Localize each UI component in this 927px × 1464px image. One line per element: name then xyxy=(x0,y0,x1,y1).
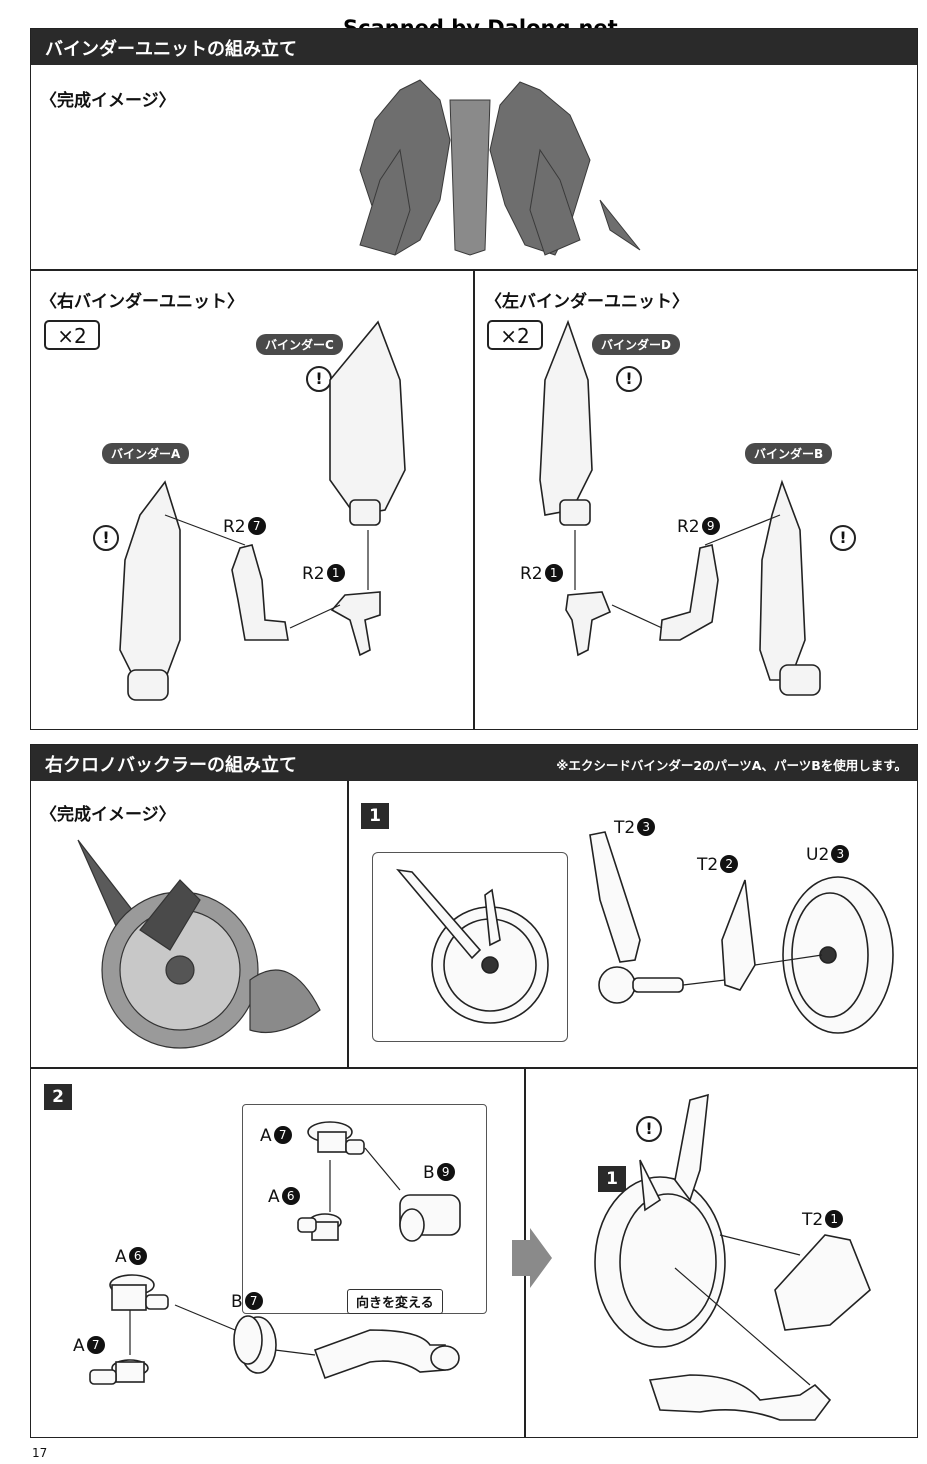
r2-7-part xyxy=(231,544,289,641)
part-number-circle: 6 xyxy=(128,1247,147,1265)
part-number-circle: 3 xyxy=(637,818,656,836)
part-letter: B xyxy=(423,1163,435,1183)
page-number: 17 xyxy=(32,1446,48,1460)
binder-b-peg xyxy=(779,664,821,696)
divider xyxy=(31,1067,917,1069)
part-label-binder-a: バインダーA xyxy=(102,443,190,464)
t2-1-part xyxy=(774,1234,871,1331)
part-label-binder-b: バインダーB xyxy=(745,443,833,464)
r2-9-part xyxy=(659,544,719,641)
buckler-completion-label: 〈完成イメージ〉 xyxy=(40,805,176,825)
clock-hand-short xyxy=(484,888,501,947)
chrono-buckler-section xyxy=(30,744,918,1438)
right-binder-title: 〈右バインダーユニット〉 xyxy=(40,292,244,312)
part-number-circle: 9 xyxy=(436,1163,455,1181)
binder-unit-title: バインダーユニットの組み立て xyxy=(45,39,297,60)
binder-d-part xyxy=(539,319,593,516)
step-1-reference-badge: 1 xyxy=(598,1166,626,1192)
binder-unit-header: バインダーユニットの組み立て xyxy=(31,29,917,65)
caution-icon: ! xyxy=(306,366,332,392)
caution-icon: ! xyxy=(830,525,856,551)
part-number-circle: 7 xyxy=(86,1336,105,1354)
divider xyxy=(347,781,349,1068)
chrono-buckler-title: 右クロノバックラーの組み立て xyxy=(45,755,297,776)
clock-hand-long xyxy=(396,868,482,960)
part-letter: A xyxy=(260,1126,272,1146)
caution-icon: ! xyxy=(616,366,642,392)
part-number-circle: 3 xyxy=(831,845,850,863)
left-binder-title: 〈左バインダーユニット〉 xyxy=(485,292,689,312)
step1-reference-box xyxy=(372,852,568,1042)
part-number-circle: 7 xyxy=(247,517,266,535)
part-letter: U2 xyxy=(806,845,830,865)
part-letter: T2 xyxy=(614,818,636,838)
part-letter: A xyxy=(73,1336,85,1356)
part-number-circle: 2 xyxy=(720,855,739,873)
caution-icon: ! xyxy=(636,1116,662,1142)
part-letter: B xyxy=(231,1292,243,1312)
t2-2-part xyxy=(721,879,756,991)
caution-icon: ! xyxy=(93,525,119,551)
part-letter: R2 xyxy=(677,517,700,537)
part-letter: T2 xyxy=(802,1210,824,1230)
step-1-badge: 1 xyxy=(361,803,389,829)
progress-arrow xyxy=(512,1228,552,1288)
part-letter: R2 xyxy=(302,564,325,584)
part-label-binder-d: バインダーD xyxy=(592,334,680,355)
divider xyxy=(473,270,475,729)
part-letter: A xyxy=(268,1187,280,1207)
part-number-circle: 1 xyxy=(544,564,563,582)
part-number-circle: 9 xyxy=(701,517,720,535)
binder-b-part xyxy=(759,479,806,681)
part-letter: R2 xyxy=(520,564,543,584)
binder-a-peg xyxy=(127,669,169,701)
chrono-buckler-header: 右クロノバックラーの組み立て ※エクシードバインダー2のパーツA、パーツBを使用… xyxy=(31,745,917,781)
chrono-buckler-note: ※エクシードバインダー2のパーツA、パーツBを使用します。 xyxy=(556,758,907,773)
right-binder-multiplier: ×2 xyxy=(44,320,100,350)
part-letter: T2 xyxy=(697,855,719,875)
part-letter: A xyxy=(115,1247,127,1267)
completion-image-label: 〈完成イメージ〉 xyxy=(40,91,176,111)
part-number-circle: 6 xyxy=(281,1187,300,1205)
binder-d-peg xyxy=(559,499,591,526)
t2-3-blade xyxy=(589,831,641,963)
r2-1-left-part xyxy=(565,591,612,657)
change-direction-label: 向きを変える xyxy=(347,1289,443,1314)
part-number-circle: 1 xyxy=(326,564,345,582)
part-label-binder-c: バインダーC xyxy=(256,334,343,355)
divider xyxy=(31,269,917,271)
part-letter: R2 xyxy=(223,517,246,537)
left-binder-multiplier: ×2 xyxy=(487,320,543,350)
r2-1-part xyxy=(330,591,381,657)
binder-c-peg xyxy=(349,499,381,526)
step-2-badge: 2 xyxy=(44,1084,72,1110)
part-number-circle: 1 xyxy=(825,1210,844,1228)
part-number-circle: 7 xyxy=(244,1292,263,1310)
part-number-circle: 7 xyxy=(273,1126,292,1144)
